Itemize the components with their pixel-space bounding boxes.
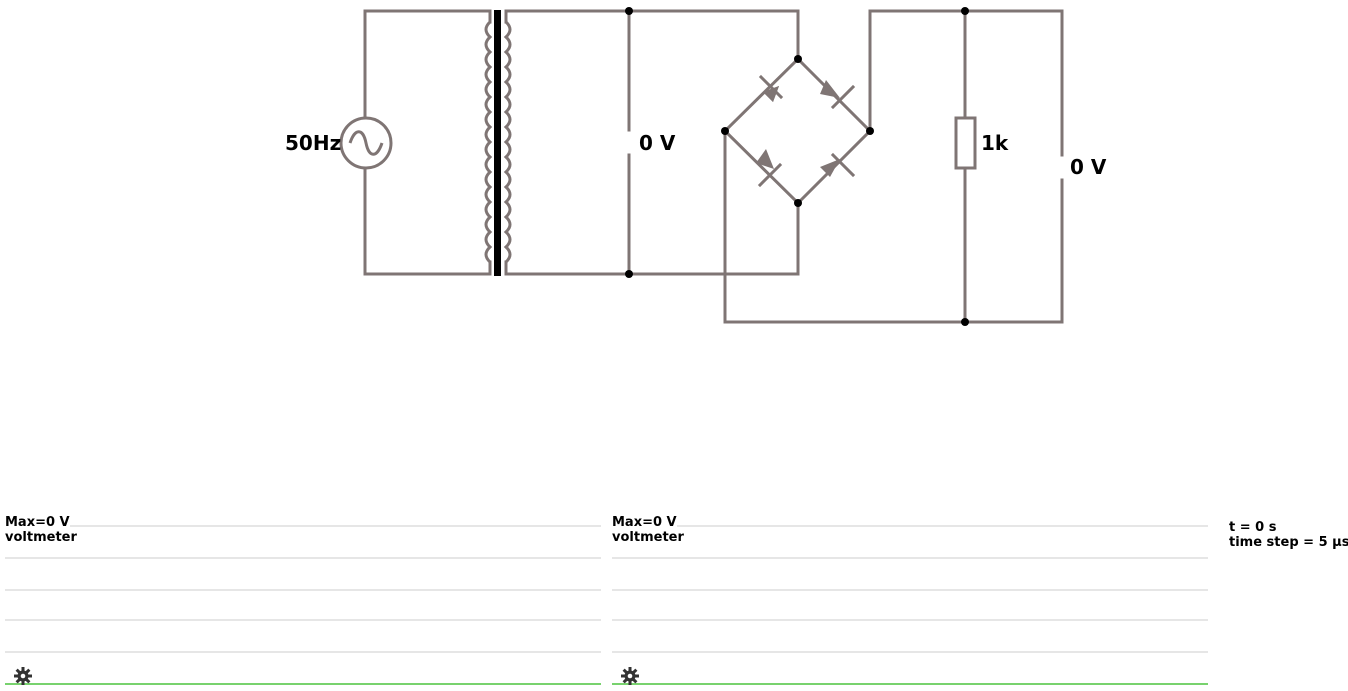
circuit-canvas[interactable]: 50Hz 0 V (0, 0, 1348, 500)
coil-winding (503, 20, 512, 264)
scope-max-label: Max=0 V (5, 515, 70, 530)
scope-baseline (612, 683, 1208, 685)
node (961, 318, 969, 326)
scope-grid-line (612, 557, 1208, 559)
node (721, 127, 729, 135)
scope-grid-line (612, 589, 1208, 591)
diode-top-left[interactable] (758, 74, 784, 102)
node (961, 7, 969, 15)
voltmeter-1[interactable]: 0 V (627, 9, 676, 276)
gear-icon[interactable] (13, 666, 33, 686)
scope-grid-line (5, 651, 601, 653)
scope-grid-line (612, 619, 1208, 621)
sim-time: t = 0 s (1229, 520, 1277, 535)
scope-grid-line (5, 619, 601, 621)
ac-source-loop[interactable]: 50Hz (285, 9, 492, 276)
scope-grid-line (5, 589, 601, 591)
scope-grid-line (5, 557, 601, 559)
resistor-value-label: 1k (981, 131, 1009, 155)
coil-winding (484, 20, 493, 264)
bridge-rectifier[interactable] (722, 56, 873, 206)
voltmeter-1-reading: 0 V (639, 131, 676, 155)
diode-bottom-right[interactable] (820, 152, 856, 178)
node (794, 55, 802, 63)
scope-panel-2[interactable]: Max=0 V voltmeter (612, 515, 1208, 691)
transformer-core (494, 10, 501, 276)
node (794, 199, 802, 207)
transformer-secondary-coil (503, 20, 512, 264)
node (866, 127, 874, 135)
scope-grid-line (612, 525, 1208, 527)
voltmeter-2[interactable]: 0 V (1070, 155, 1107, 179)
transformer[interactable] (484, 9, 512, 276)
secondary-wiring[interactable] (504, 9, 800, 276)
scope-max-label: Max=0 V (612, 515, 677, 530)
diode-bottom-left[interactable] (756, 149, 783, 188)
gear-icon[interactable] (620, 666, 640, 686)
node (625, 7, 633, 15)
scope-name-label: voltmeter (612, 530, 684, 545)
resistor-body[interactable] (954, 116, 977, 170)
load-resistor[interactable]: 1k (954, 9, 1009, 324)
scope-grid-line (5, 525, 601, 527)
scope-baseline (5, 683, 601, 685)
transformer-primary-coil (484, 20, 493, 264)
scope-grid-line (612, 651, 1208, 653)
sine-wave-icon (348, 130, 384, 156)
scope-name-label: voltmeter (5, 530, 77, 545)
circuit-nodes (625, 7, 969, 326)
sim-time-step: time step = 5 µs (1229, 535, 1348, 550)
source-frequency-label: 50Hz (285, 131, 341, 155)
diode-top-right[interactable] (820, 80, 856, 110)
node (625, 270, 633, 278)
scope-panel-1[interactable]: Max=0 V voltmeter (5, 515, 601, 691)
voltmeter-2-reading: 0 V (1070, 155, 1107, 179)
simulation-info: t = 0 s time step = 5 µs (1229, 520, 1348, 550)
